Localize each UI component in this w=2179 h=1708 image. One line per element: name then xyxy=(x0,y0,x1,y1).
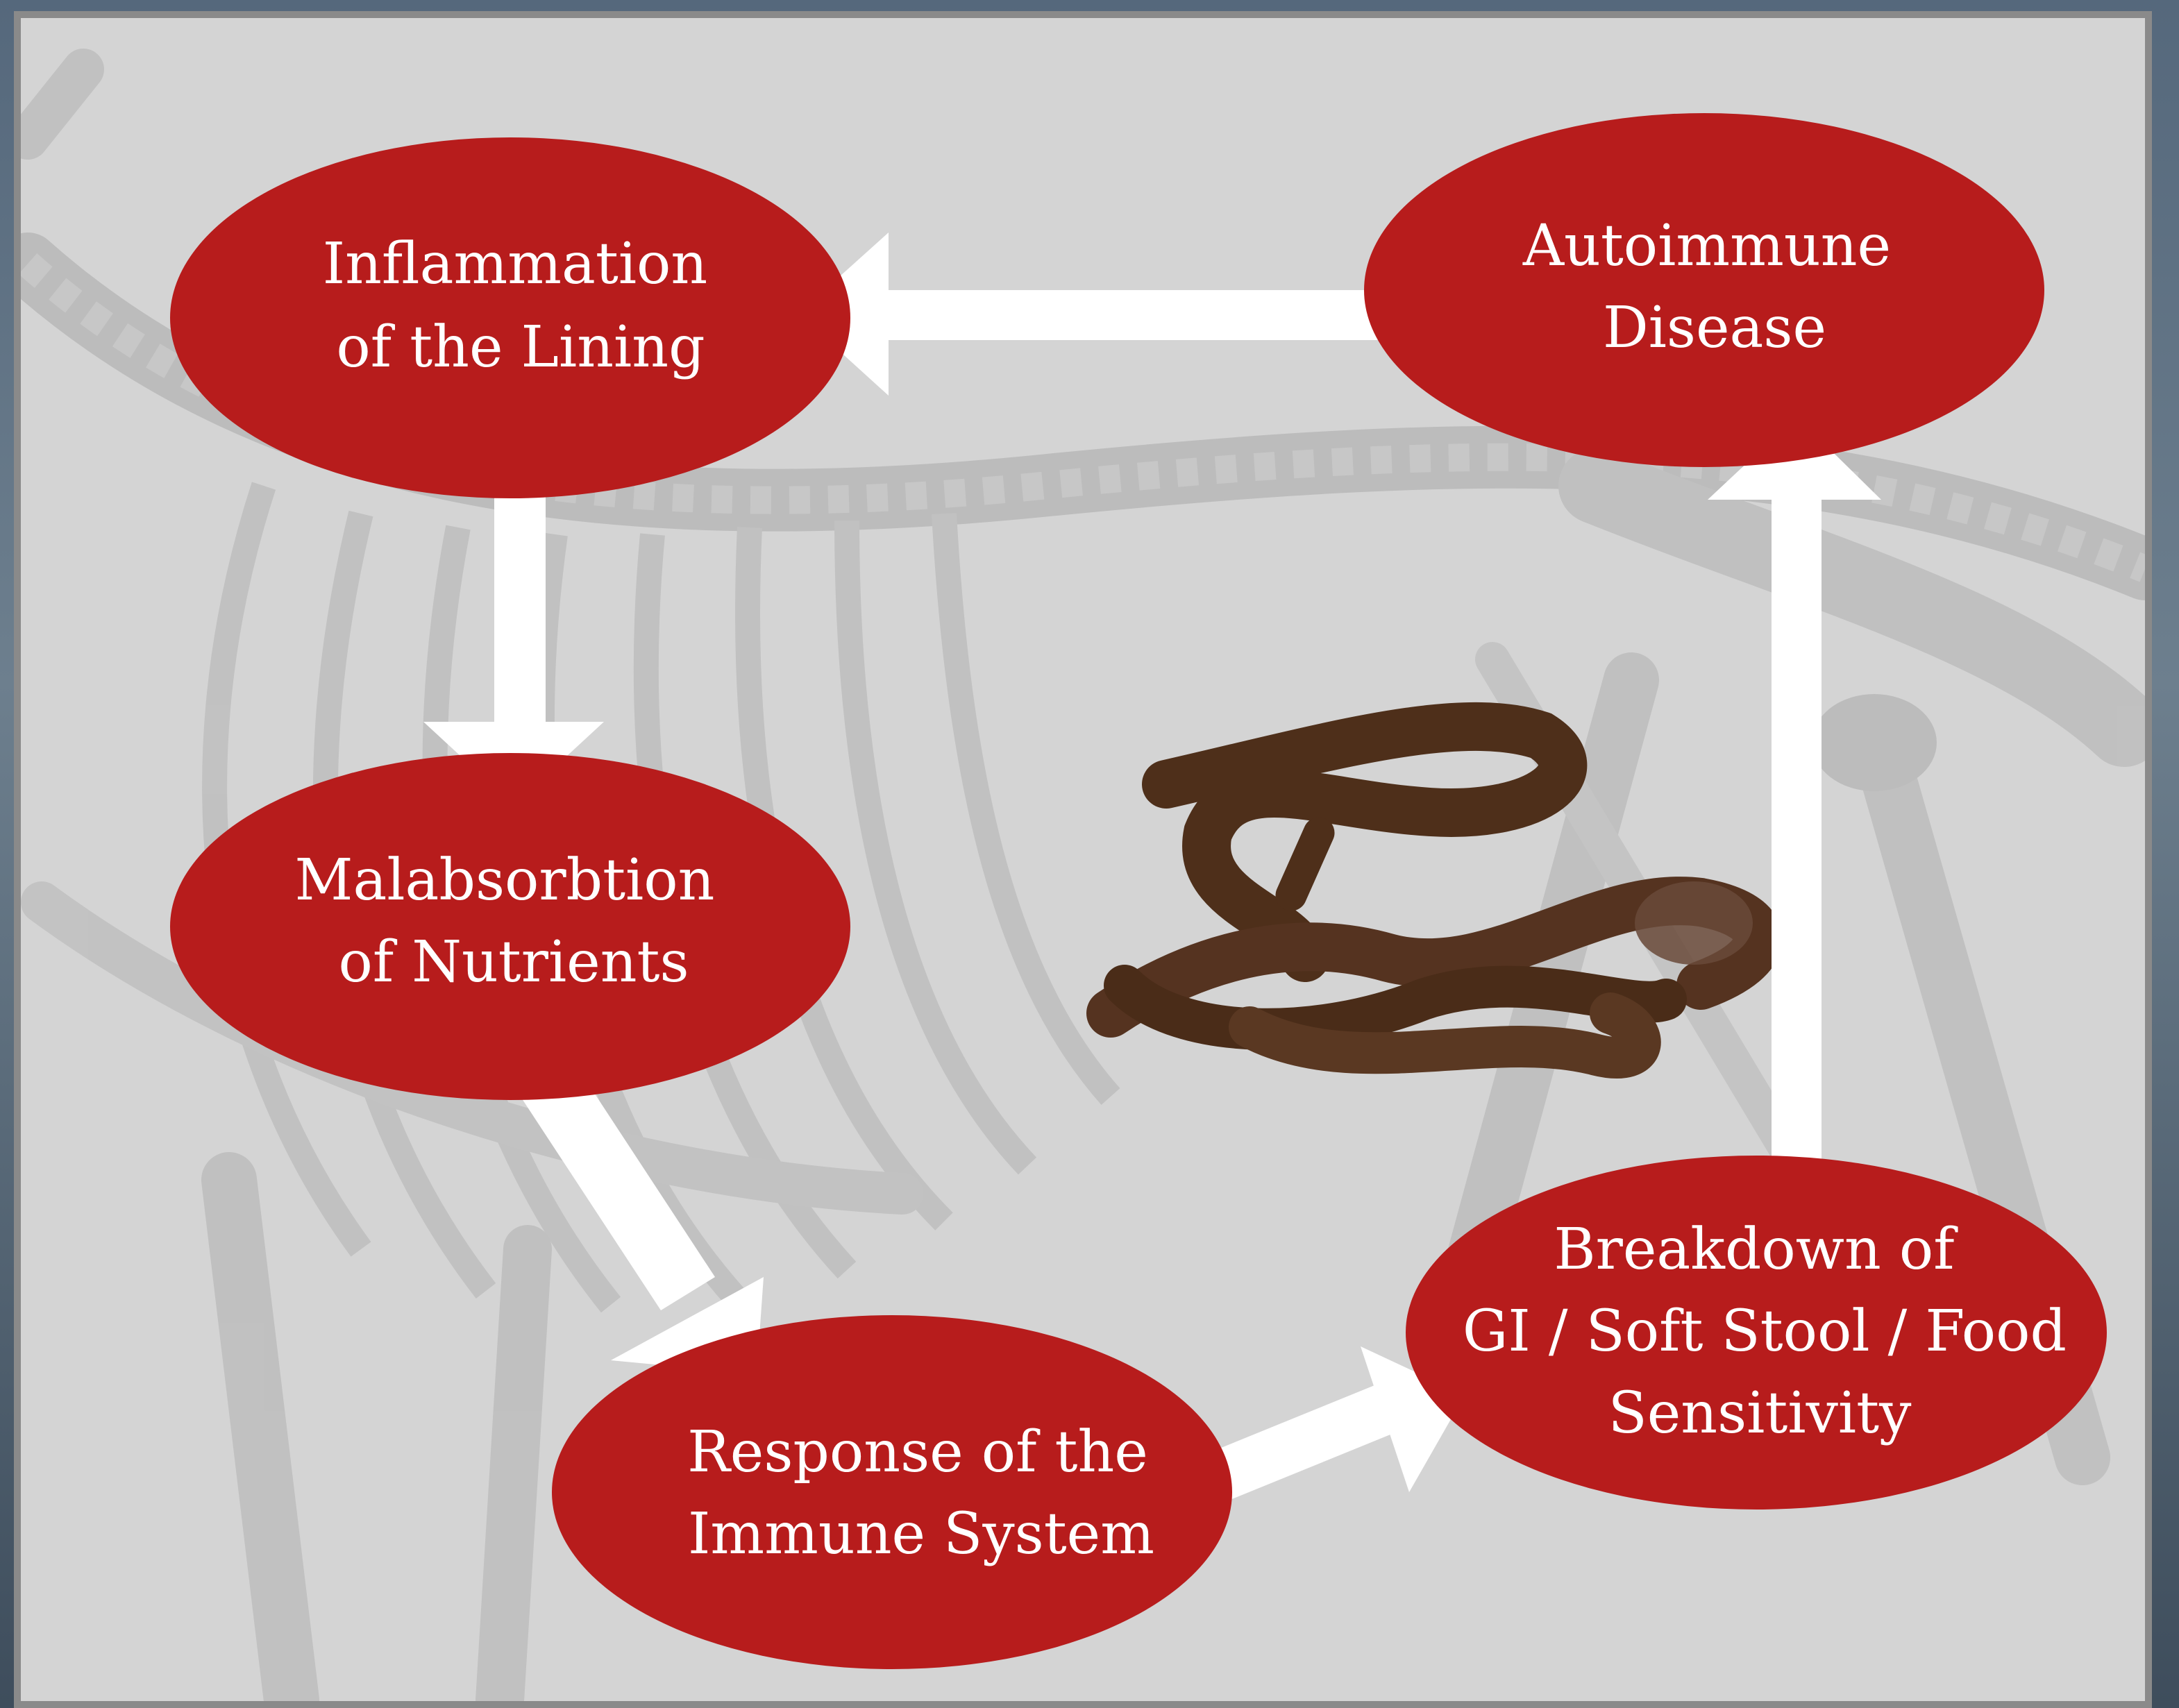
node-inflammation: Inflammation of the Lining xyxy=(170,137,850,498)
arrow-autoimmune-to-inflammation xyxy=(798,232,1444,396)
intestine-illustration xyxy=(1111,727,1758,1058)
node-immune-response: Response of the Immune System xyxy=(552,1315,1232,1669)
node-breakdown: Breakdown of GI / Soft Stool / Food Sens… xyxy=(1406,1156,2107,1510)
node-autoimmune: Autoimmune Disease xyxy=(1364,113,2044,467)
node-malabsorption: Malabsorbtion of Nutrients xyxy=(170,753,850,1100)
